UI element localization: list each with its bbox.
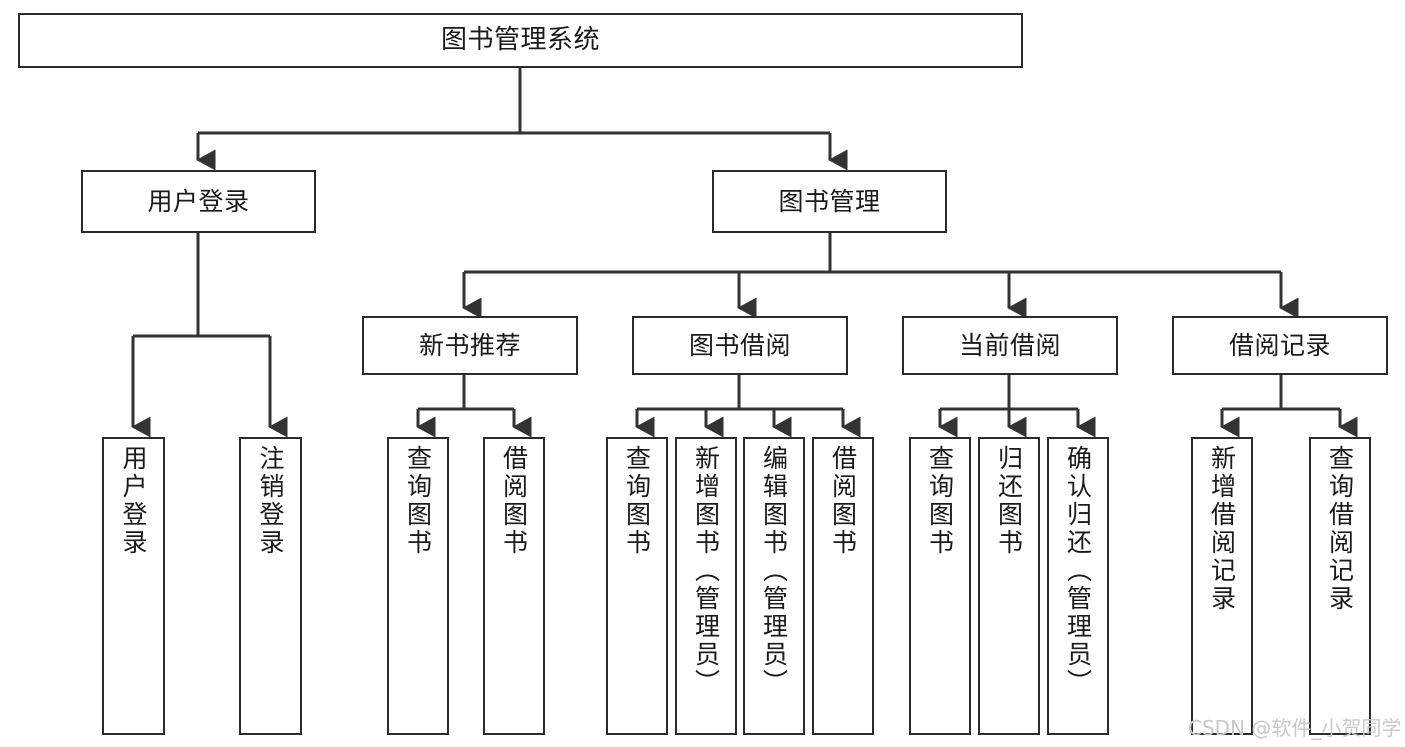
node-leaf-return-book[interactable]: 归还图书 (978, 437, 1040, 735)
node-label: 新增图书（管理员） (691, 445, 721, 697)
node-label: 查询图书 (925, 445, 955, 557)
node-label: 借阅记录 (1228, 330, 1331, 360)
node-label: 图书管理系统 (440, 24, 600, 55)
node-label: 当前借阅 (958, 330, 1061, 360)
node-label: 归还图书 (994, 445, 1024, 557)
node-leaf-confirm-return[interactable]: 确认归还（管理员） (1047, 437, 1109, 735)
node-leaf-add-record[interactable]: 新增借阅记录 (1191, 437, 1253, 735)
node-leaf-query-book-1[interactable]: 查询图书 (387, 437, 449, 735)
node-root-book-management-system[interactable]: 图书管理系统 (18, 13, 1023, 68)
node-label: 借阅图书 (828, 445, 858, 557)
node-label: 新书推荐 (418, 330, 521, 360)
node-new-book-recommend[interactable]: 新书推荐 (362, 316, 578, 375)
node-label: 查询借阅记录 (1325, 445, 1355, 613)
node-borrow-record[interactable]: 借阅记录 (1172, 316, 1388, 375)
node-label: 注销登录 (256, 445, 285, 557)
node-leaf-add-book[interactable]: 新增图书（管理员） (675, 437, 737, 735)
node-leaf-edit-book[interactable]: 编辑图书（管理员） (743, 437, 805, 735)
node-current-borrow[interactable]: 当前借阅 (902, 316, 1118, 375)
node-leaf-borrow-book-2[interactable]: 借阅图书 (812, 437, 874, 735)
node-book-management[interactable]: 图书管理 (712, 170, 947, 233)
node-label: 用户登录 (119, 445, 148, 557)
node-label: 确认归还（管理员） (1063, 445, 1093, 697)
node-user-login[interactable]: 用户登录 (81, 170, 316, 233)
node-label: 图书借阅 (688, 330, 791, 360)
node-leaf-logout-login[interactable]: 注销登录 (239, 437, 302, 735)
node-leaf-borrow-book-1[interactable]: 借阅图书 (483, 437, 545, 735)
node-leaf-query-book-2[interactable]: 查询图书 (606, 437, 668, 735)
node-label: 用户登录 (147, 186, 250, 216)
node-label: 编辑图书（管理员） (759, 445, 789, 697)
node-label: 查询图书 (622, 445, 652, 557)
node-leaf-query-record[interactable]: 查询借阅记录 (1309, 437, 1371, 735)
node-label: 借阅图书 (499, 445, 529, 557)
node-book-borrow[interactable]: 图书借阅 (632, 316, 848, 375)
node-leaf-user-login[interactable]: 用户登录 (102, 437, 165, 735)
node-label: 图书管理 (778, 186, 881, 216)
node-label: 新增借阅记录 (1207, 445, 1237, 613)
node-leaf-query-book-3[interactable]: 查询图书 (909, 437, 971, 735)
node-label: 查询图书 (403, 445, 433, 557)
csdn-watermark: CSDN @软件_小贺同学 (1188, 716, 1402, 740)
